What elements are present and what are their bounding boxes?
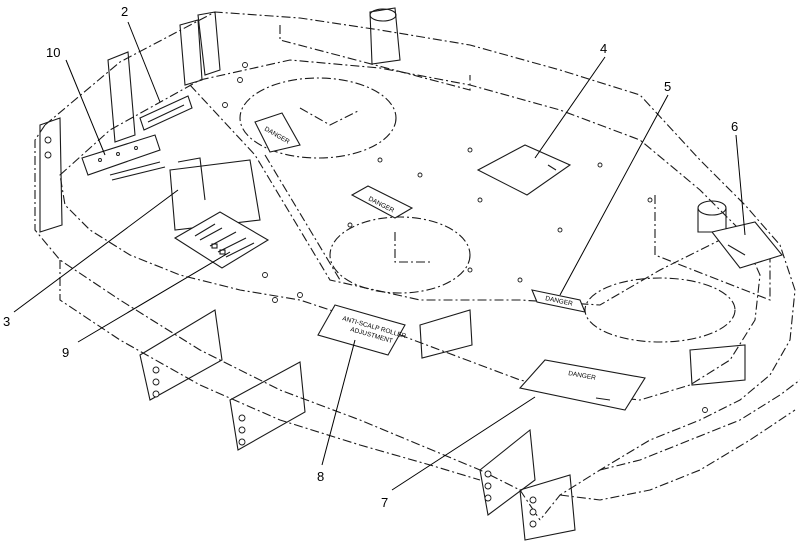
- leader-2: [127, 21, 161, 103]
- decal-5-danger: DANGER: [531, 289, 586, 313]
- decal-2-bar: [139, 95, 193, 131]
- leader-4: [534, 56, 606, 159]
- blade-openings: [239, 77, 736, 343]
- leader-10: [65, 59, 106, 156]
- leader-lines: [13, 21, 746, 491]
- callout-6: 6: [731, 119, 738, 134]
- callout-4: 4: [600, 41, 607, 56]
- decal-7-danger: DANGER: [518, 359, 646, 411]
- decal-danger-center: DANGER: [350, 185, 414, 219]
- callout-10: 10: [46, 45, 60, 60]
- callout-9: 9: [62, 345, 69, 360]
- decal-10-height-strip: [81, 134, 166, 181]
- decal-4-rectangle: [476, 144, 572, 196]
- decal-8-anti-scalp: ANTI-SCALP ROLLER ADJUSTMENT: [317, 304, 407, 356]
- decal-danger-top: DANGER: [254, 112, 301, 153]
- callout-8: 8: [317, 469, 324, 484]
- deck-holes: [222, 62, 708, 413]
- leader-7: [391, 396, 536, 491]
- decal-9-instructions: [173, 211, 270, 269]
- decal-6-side: [711, 221, 783, 269]
- leader-8: [321, 339, 356, 466]
- leader-3: [13, 189, 179, 313]
- deck-outline: [34, 11, 800, 521]
- leader-9: [77, 251, 231, 343]
- mounting-brackets: [39, 7, 746, 541]
- callout-2: 2: [121, 4, 128, 19]
- decal-danger-front-text: DANGER: [568, 370, 597, 382]
- callout-3: 3: [3, 314, 10, 329]
- callout-7: 7: [381, 495, 388, 510]
- callout-numbers: 2 10 4 5 6 3 9 8 7: [3, 4, 738, 510]
- leader-5: [559, 94, 669, 296]
- leader-6: [735, 134, 746, 236]
- callout-5: 5: [664, 79, 671, 94]
- decals: DANGER DANGER DANGER: [81, 95, 783, 411]
